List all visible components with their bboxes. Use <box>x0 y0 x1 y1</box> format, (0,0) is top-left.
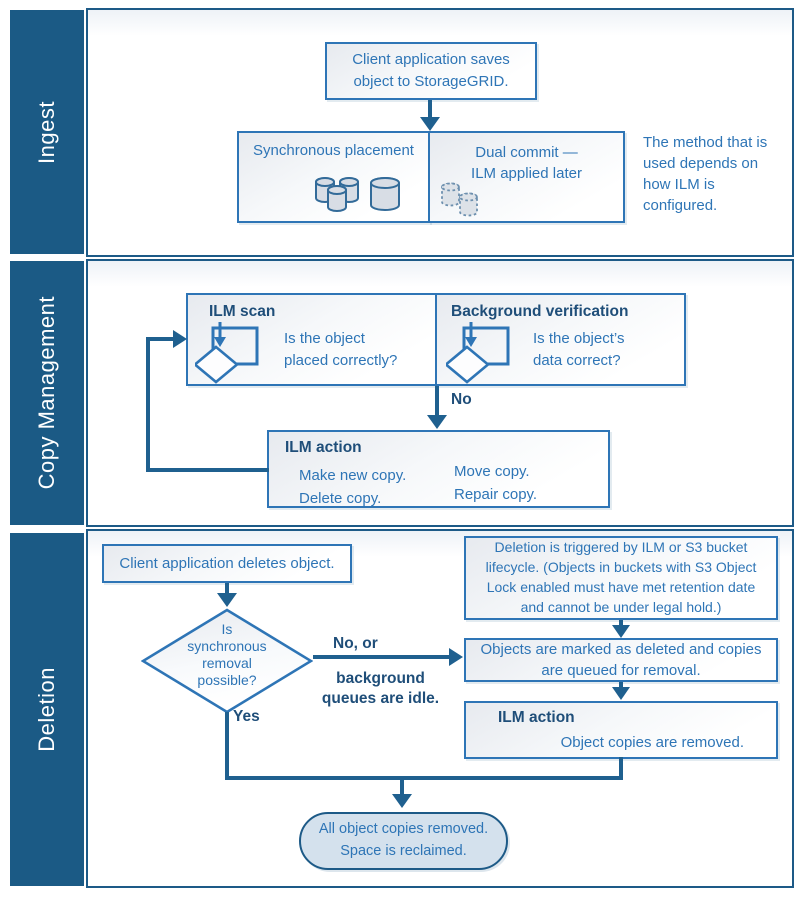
ilm-scan-title: ILM scan <box>209 303 276 320</box>
arrowhead-down-icon <box>392 794 412 808</box>
ilm-action-col1: Make new copy. Delete copy. <box>299 467 407 508</box>
client-saves-box: Client application saves object to Stora… <box>325 42 537 100</box>
swimlane-label-ingest: Ingest <box>10 10 84 254</box>
connector-ilm-action-down <box>619 757 623 780</box>
arrow-deletes-to-decision <box>225 583 229 594</box>
swimlane-label-copy-management: Copy Management <box>10 261 84 525</box>
ingest-method-note: The method that is used depends on how I… <box>643 134 768 214</box>
background-queues-label: background queues are idle. <box>321 670 440 708</box>
swimlane-label-deletion: Deletion <box>10 533 84 886</box>
deletion-trigger-box: Deletion is triggered by ILM or S3 bucke… <box>464 536 778 620</box>
no-or-label: No, or <box>333 635 378 652</box>
dashed-cylinders-icon <box>441 182 478 217</box>
loop-line-vertical <box>146 337 150 472</box>
decision-question: Is synchronous removal possible? <box>187 621 267 689</box>
arrowhead-right-icon <box>449 648 463 666</box>
ilm-scan-question: Is the object placed correctly? <box>284 330 398 369</box>
loop-line-entry <box>146 337 174 341</box>
ilm-action-col2: Move copy. Repair copy. <box>454 463 538 504</box>
loop-scan-icon <box>446 322 510 384</box>
loop-scan-icon <box>195 322 259 384</box>
dual-commit-label: Dual commit — ILM applied later <box>471 144 582 182</box>
loop-line-bottom <box>146 468 269 472</box>
arrowhead-right-icon <box>173 330 187 348</box>
connector-yes-down <box>225 712 229 780</box>
arrow-saves-to-placement <box>428 100 432 118</box>
background-verification-box: Background verification Is the object’s … <box>435 293 686 386</box>
swimlane-label-text: Ingest <box>34 100 59 164</box>
synchronous-placement-box: Synchronous placement <box>237 131 430 223</box>
background-verification-title: Background verification <box>451 303 629 320</box>
deletion-ilm-action-title: ILM action <box>498 709 575 726</box>
ingest-panel: Client application saves object to Stora… <box>86 8 794 257</box>
yes-label: Yes <box>233 708 260 725</box>
copy-management-panel: ILM scan Is the object placed correctly?… <box>86 259 794 527</box>
background-verification-question: Is the object’s data correct? <box>533 330 625 369</box>
no-label: No <box>451 391 472 408</box>
ilm-action-title: ILM action <box>285 439 362 456</box>
arrow-trigger-to-marked <box>619 620 623 626</box>
arrowhead-down-icon <box>427 415 447 429</box>
synchronous-placement-label: Synchronous placement <box>253 142 414 159</box>
ilm-action-box: ILM action Make new copy. Delete copy. M… <box>267 430 610 508</box>
arrowhead-down-icon <box>217 593 237 607</box>
swimlane-label-text: Deletion <box>34 667 59 752</box>
dual-commit-box: Dual commit — ILM applied later <box>428 131 625 223</box>
arrow-decision-to-marked <box>313 655 450 659</box>
client-deletes-box: Client application deletes object. <box>102 544 352 583</box>
arrowhead-down-icon <box>612 687 630 700</box>
arrowhead-down-icon <box>420 117 440 131</box>
swimlane-label-text: Copy Management <box>34 296 59 490</box>
deletion-ilm-action-body: Object copies are removed. <box>560 734 744 751</box>
decision-diamond: Is synchronous removal possible? <box>141 608 313 714</box>
deletion-ilm-action-box: ILM action Object copies are removed. <box>464 701 778 759</box>
marked-deleted-box: Objects are marked as deleted and copies… <box>464 638 778 682</box>
connector-junction <box>225 776 623 780</box>
deletion-panel: Client application deletes object. Is sy… <box>86 529 794 888</box>
arrowhead-down-icon <box>612 625 630 638</box>
arrow-to-pill <box>400 780 404 795</box>
arrow-no-to-ilm-action <box>435 386 439 415</box>
ilm-scan-box: ILM scan Is the object placed correctly? <box>186 293 437 386</box>
storage-cylinders-icon <box>315 177 400 212</box>
result-pill: All object copies removed. Space is recl… <box>299 812 508 870</box>
arrow-marked-to-ilm-action <box>619 682 623 688</box>
